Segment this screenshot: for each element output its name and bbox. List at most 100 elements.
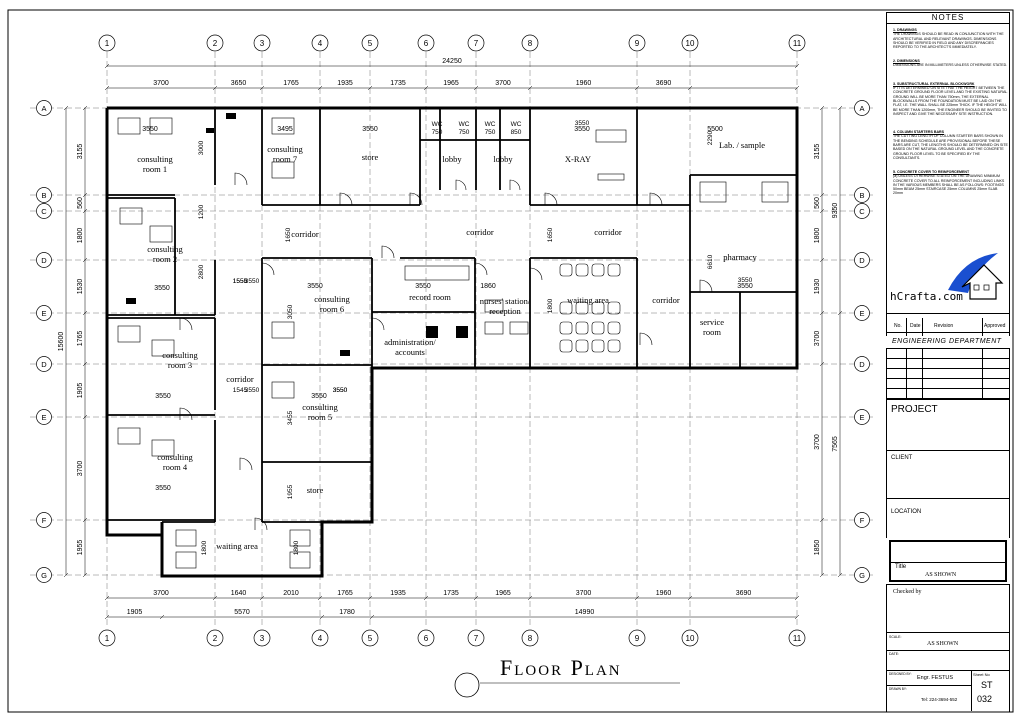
wc-label: WC xyxy=(459,121,470,128)
door-swing xyxy=(455,179,467,191)
room-dimension: 3495 xyxy=(277,126,293,133)
misc-dimension: 1800 xyxy=(293,540,300,555)
row-bubble-label: D xyxy=(41,256,47,265)
column-bubble-label: 6 xyxy=(424,39,429,48)
top-dim-label: 1735 xyxy=(390,80,406,87)
column-bubble xyxy=(311,34,329,52)
designed-by-label: DESIGNED BY: xyxy=(889,672,912,676)
room-label: consulting xyxy=(147,244,183,254)
room-label: X-RAY xyxy=(565,154,591,164)
right-dim-label: 3700 xyxy=(814,331,821,347)
room-label: consulting xyxy=(137,154,173,164)
bottom-dim-tick xyxy=(367,595,373,601)
room-label: lobby xyxy=(493,154,513,164)
top-dim-label: 1935 xyxy=(337,80,353,87)
bottom-dim-label: 1965 xyxy=(495,590,511,597)
wc-dimension: 750 xyxy=(459,129,470,136)
wc-label: WC xyxy=(432,121,443,128)
row-bubble-label: C xyxy=(41,207,47,216)
scale-label: SCALE: xyxy=(889,635,902,639)
door-swing xyxy=(544,192,558,206)
misc-dimension: 1550 xyxy=(233,278,248,285)
drawing-title: Floor Plan xyxy=(500,655,622,680)
column-bubble-label: 10 xyxy=(686,39,695,48)
column-bubble-label: 2 xyxy=(213,39,218,48)
room-dimension: 3550 xyxy=(155,485,171,492)
note-text: DIMENSIONS ARE IN MILLIMETERS UNLESS OTH… xyxy=(893,63,1008,68)
left-dim-tick xyxy=(82,192,88,198)
bottom-dim-tick xyxy=(423,595,429,601)
note-heading: 2. DIMENSIONS xyxy=(893,59,920,64)
bottom-dim-tick xyxy=(634,595,640,601)
column-bubble-label: 5 xyxy=(368,634,373,643)
column-bubble xyxy=(417,629,435,647)
door-swing xyxy=(699,279,713,293)
misc-dimension: 1650 xyxy=(285,227,292,242)
scale-divider xyxy=(887,650,1009,651)
right-total-dim-2-tick xyxy=(837,572,843,578)
checked-box: Checked by xyxy=(886,584,1010,632)
row-bubble-label: D xyxy=(41,360,47,369)
misc-dimension: 6610 xyxy=(707,254,714,269)
room-dimension: 5500 xyxy=(707,126,723,133)
waiting-chair xyxy=(591,301,605,315)
revision-row-line xyxy=(886,388,1010,389)
column-bubble xyxy=(206,629,224,647)
client-box: CLIENT xyxy=(886,450,1010,498)
sheet-no-label: Sheet No xyxy=(973,672,990,677)
room-label: reception xyxy=(489,306,521,316)
waiting-chair xyxy=(559,301,573,315)
sheet-prefix: ST xyxy=(981,680,993,690)
row-bubble-label: E xyxy=(859,309,864,318)
designer-divider xyxy=(887,685,971,686)
misc-dimension: 3550 xyxy=(333,387,348,394)
row-bubble-label: F xyxy=(860,516,865,525)
row-bubble xyxy=(854,100,870,116)
column-bubble-label: 9 xyxy=(635,39,640,48)
note-text: (a) UNLESS OTHERWISE STATED ON THE DRAWI… xyxy=(893,174,1005,196)
note-heading: 1. DRAWINGS xyxy=(893,28,917,32)
waiting-chair xyxy=(559,263,573,277)
waiting-chair xyxy=(575,321,589,335)
bottom-dim-tick xyxy=(259,595,265,601)
bottom-dim-tick xyxy=(104,595,110,601)
left-dim-tick xyxy=(82,208,88,214)
furniture xyxy=(117,117,789,569)
room-label: administration/ xyxy=(384,337,436,347)
top-total-dim-tick xyxy=(104,63,110,69)
row-bubble xyxy=(36,100,52,116)
room-dimension: 3550 xyxy=(415,283,431,290)
column-bubble xyxy=(253,34,271,52)
misc-dimension: 2800 xyxy=(198,264,205,279)
date-label: DATE: xyxy=(889,652,900,656)
waiting-chair xyxy=(591,321,605,335)
notes-panel xyxy=(886,24,1010,314)
waiting-chair xyxy=(575,263,589,277)
door-swing xyxy=(371,317,385,331)
sheet-divider xyxy=(971,670,972,711)
project-label: PROJECT xyxy=(891,404,938,415)
column-bubble-label: 5 xyxy=(368,39,373,48)
left-dim-label: 3155 xyxy=(77,144,84,160)
door-swing xyxy=(381,245,395,259)
column-bubble-label: 11 xyxy=(793,634,802,643)
left-total-dim-tick xyxy=(63,572,69,578)
notes-heading: NOTES xyxy=(886,12,1010,24)
scale-value: AS SHOWN xyxy=(927,641,959,647)
sheet-number: 032 xyxy=(977,694,993,704)
door-swing xyxy=(474,262,488,276)
left-dim-label: 1905 xyxy=(77,383,84,399)
waiting-chair xyxy=(591,339,605,353)
department-label: ENGINEERING DEPARTMENT xyxy=(892,338,1002,345)
column-bubble xyxy=(628,34,646,52)
row-bubble xyxy=(854,305,870,321)
room-label: room 5 xyxy=(308,412,332,422)
wc-label: WC xyxy=(511,121,522,128)
misc-dimension: 1800 xyxy=(201,540,208,555)
dark-furniture-marks xyxy=(126,113,468,356)
bottom-dim-label: 1735 xyxy=(443,590,459,597)
right-dim-tick xyxy=(819,310,825,316)
waiting-chair xyxy=(607,339,621,353)
